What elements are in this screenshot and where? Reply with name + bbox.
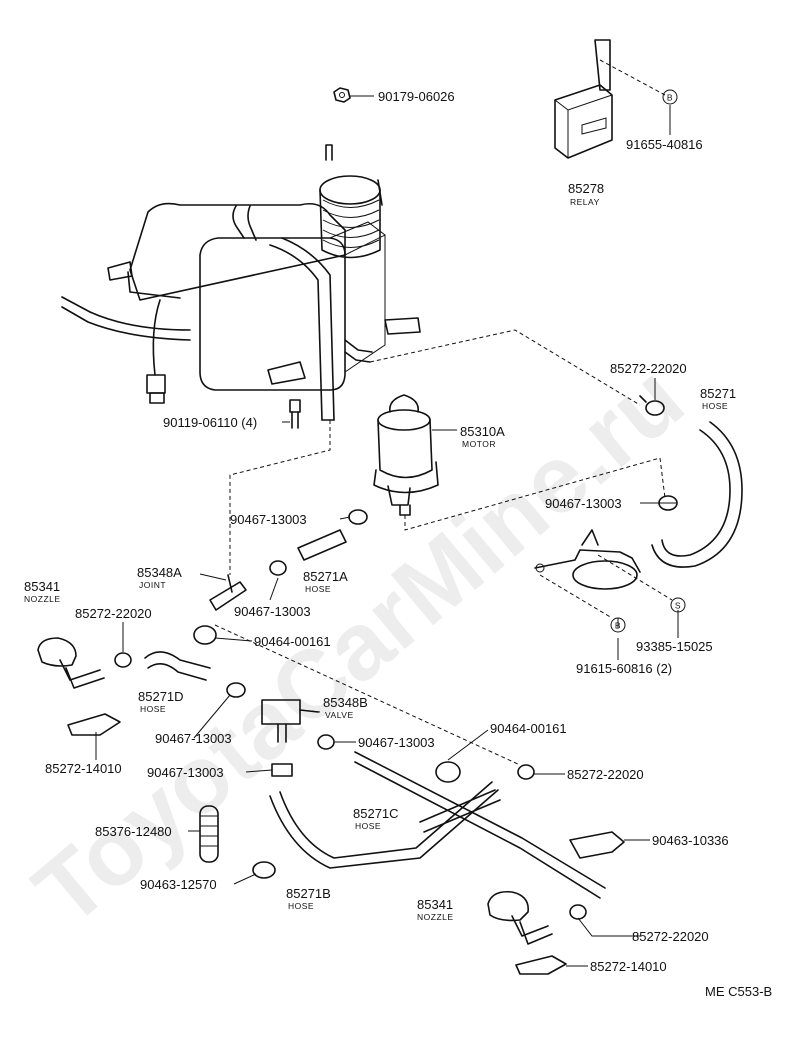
label-90179-06026: 90179-06026 xyxy=(378,89,455,104)
clamp-90464-00161-a xyxy=(193,625,217,645)
label-85348B: 85348B xyxy=(323,695,368,710)
nozzle-85341-b xyxy=(487,890,553,945)
label-90467-13003-b: 90467-13003 xyxy=(545,496,622,511)
hose-85271D xyxy=(144,651,211,681)
svg-text:B: B xyxy=(615,621,621,631)
label-85341-b: 85341 xyxy=(417,897,453,912)
badge-b-relay: B xyxy=(662,89,678,105)
leader-lines xyxy=(95,95,679,967)
label-85348A-joint: JOINT xyxy=(139,580,166,590)
clip-90463-10336 xyxy=(569,831,625,859)
label-85271: 85271 xyxy=(700,386,736,401)
label-90467-13003-d: 90467-13003 xyxy=(155,731,232,746)
label-85310A: 85310A xyxy=(460,424,505,439)
label-85272-22020-c: 85272-22020 xyxy=(567,767,644,782)
grommet-85376-12480 xyxy=(199,805,219,863)
bolt-90119 xyxy=(289,399,301,429)
clamp-85272-22020-a xyxy=(639,395,665,416)
label-90464-00161-a: 90464-00161 xyxy=(254,634,331,649)
label-90463-12570: 90463-12570 xyxy=(140,877,217,892)
label-85310A-motor: MOTOR xyxy=(462,439,496,449)
label-90467-13003-c: 90467-13003 xyxy=(234,604,311,619)
nut-90179 xyxy=(333,87,351,103)
label-85272-22020-d: 85272-22020 xyxy=(632,929,709,944)
hose-85271 xyxy=(651,421,743,568)
label-85341-a-nozzle: NOZZLE xyxy=(24,594,61,604)
motor-85310A xyxy=(373,394,439,516)
label-85271-hose: HOSE xyxy=(702,401,728,411)
washer-tank xyxy=(61,144,421,421)
dashed-connectors xyxy=(214,59,673,766)
label-91615-60816: 91615-60816 (2) xyxy=(576,661,672,676)
hose-85271C xyxy=(354,751,606,899)
clamp-90467-13003-a xyxy=(658,495,678,511)
label-90467-13003-a: 90467-13003 xyxy=(230,512,307,527)
diagram-code: ME C553-B xyxy=(705,984,772,999)
label-85278-relay: RELAY xyxy=(570,197,600,207)
label-85348A: 85348A xyxy=(137,565,182,580)
relay-85278 xyxy=(554,39,613,159)
label-85271D: 85271D xyxy=(138,689,184,704)
label-85341-b-nozzle: NOZZLE xyxy=(417,912,454,922)
svg-text:S: S xyxy=(675,601,681,611)
label-85348B-valve: VALVE xyxy=(325,710,354,720)
clip-90463-12570 xyxy=(252,861,276,879)
label-90463-10336: 90463-10336 xyxy=(652,833,729,848)
label-85271D-hose: HOSE xyxy=(140,704,166,714)
label-85272-14010-a: 85272-14010 xyxy=(45,761,122,776)
label-85271C-hose: HOSE xyxy=(355,821,381,831)
label-85271B: 85271B xyxy=(286,886,331,901)
label-85271C: 85271C xyxy=(353,806,399,821)
clamp-85272-14010-b xyxy=(515,955,567,975)
clamp-85272-22020-c xyxy=(517,764,535,780)
clamp-90467-13003-c xyxy=(269,560,287,576)
clamp-85272-22020-d xyxy=(569,904,587,920)
hose-85271B xyxy=(269,781,499,869)
label-91655-40816: 91655-40816 xyxy=(626,137,703,152)
label-85272-22020-a: 85272-22020 xyxy=(610,361,687,376)
watermark: ToyotaCarMine.ru xyxy=(15,344,703,946)
label-90464-00161-b: 90464-00161 xyxy=(490,721,567,736)
label-90467-13003-e: 90467-13003 xyxy=(358,735,435,750)
label-93385-15025: 93385-15025 xyxy=(636,639,713,654)
label-85271A-hose: HOSE xyxy=(305,584,331,594)
clamp-90467-13003-b xyxy=(348,509,368,525)
label-85272-22020-b: 85272-22020 xyxy=(75,606,152,621)
nozzle-85341-a xyxy=(37,637,105,689)
clamp-90464-00161-b xyxy=(435,761,461,783)
label-85272-14010-b: 85272-14010 xyxy=(590,959,667,974)
label-85376-12480: 85376-12480 xyxy=(95,824,172,839)
label-85341-a: 85341 xyxy=(24,579,60,594)
label-90119-06110: 90119-06110 (4) xyxy=(163,415,257,430)
badge-s-bracket: S xyxy=(670,597,686,613)
joint-85348A xyxy=(209,574,247,611)
bracket-93385 xyxy=(534,529,641,590)
label-85278: 85278 xyxy=(568,181,604,196)
clamp-90467-13003-d xyxy=(226,682,246,698)
badge-b-bracket: B xyxy=(610,617,626,633)
hose-85271A xyxy=(297,529,347,561)
part-labels: 90179-06026 91655-40816 85278 RELAY 8527… xyxy=(24,89,772,999)
label-85271B-hose: HOSE xyxy=(288,901,314,911)
label-85271A: 85271A xyxy=(303,569,348,584)
clamp-85272-22020-b xyxy=(114,652,132,668)
label-90467-13003-f: 90467-13003 xyxy=(147,765,224,780)
clamp-85272-14010-a xyxy=(67,713,121,736)
svg-text:B: B xyxy=(667,93,673,103)
